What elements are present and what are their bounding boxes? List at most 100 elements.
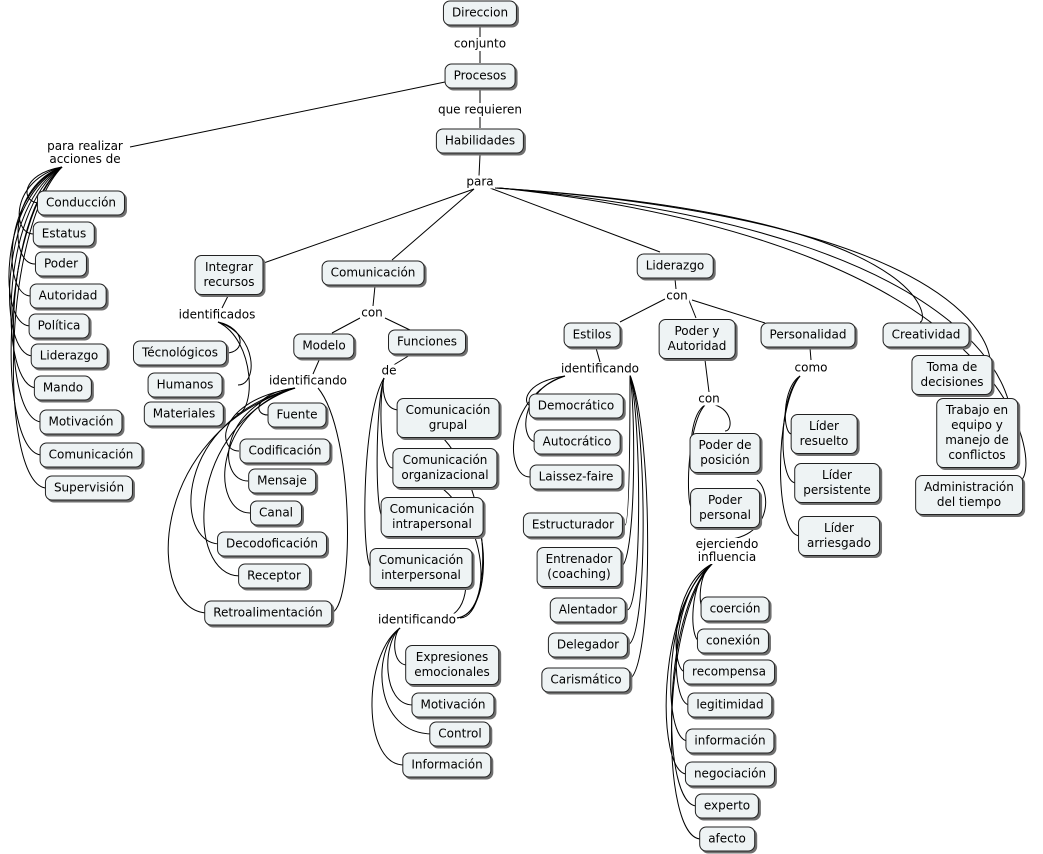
node-poder-posicion[interactable]: Poder de posición bbox=[689, 433, 761, 473]
node-retroalimentacion[interactable]: Retroalimentación bbox=[204, 600, 332, 626]
connector-curve bbox=[624, 374, 631, 526]
node-fuente[interactable]: Fuente bbox=[267, 402, 327, 428]
connector-curve bbox=[8, 166, 63, 327]
connector-curve bbox=[217, 321, 252, 386]
node-recompensa[interactable]: recompensa bbox=[683, 659, 775, 685]
node-personalidad[interactable]: Personalidad bbox=[760, 322, 856, 348]
node-habilidades[interactable]: Habilidades bbox=[435, 128, 525, 154]
node-com-organizacional[interactable]: Comunicación organizacional bbox=[392, 448, 498, 488]
node-procesos[interactable]: Procesos bbox=[444, 63, 516, 89]
node-lider-arriesgado[interactable]: Líder arriesgado bbox=[798, 516, 880, 556]
node-modelo[interactable]: Modelo bbox=[293, 333, 355, 359]
node-negociacion[interactable]: negociación bbox=[684, 761, 776, 787]
connector-curve bbox=[714, 404, 731, 432]
link-conjunto: conjunto bbox=[452, 36, 508, 51]
node-afecto[interactable]: afecto bbox=[699, 826, 755, 852]
node-estilos[interactable]: Estilos bbox=[563, 322, 621, 348]
link-identificando-modelo: identificando bbox=[267, 373, 349, 388]
node-politica[interactable]: Política bbox=[28, 313, 90, 339]
connector-line bbox=[129, 81, 446, 148]
node-creatividad[interactable]: Creatividad bbox=[882, 322, 970, 348]
node-poder-personal[interactable]: Poder personal bbox=[690, 488, 760, 528]
node-codificacion[interactable]: Codificación bbox=[239, 438, 331, 464]
node-expresiones-emocionales[interactable]: Expresiones emocionales bbox=[405, 645, 499, 685]
node-control[interactable]: Control bbox=[429, 721, 491, 747]
node-conduccion[interactable]: Conducción bbox=[36, 190, 126, 216]
connector-curve bbox=[167, 387, 296, 614]
node-informacion-com[interactable]: Información bbox=[402, 752, 492, 778]
node-tecnologicos[interactable]: Técnológicos bbox=[132, 340, 228, 366]
node-motivacion-left[interactable]: Motivación bbox=[39, 409, 123, 435]
node-com-intrapersonal[interactable]: Comunicación intrapersonal bbox=[380, 497, 484, 537]
connector-curve bbox=[394, 627, 408, 666]
node-poder[interactable]: Poder bbox=[34, 251, 88, 277]
node-autoridad[interactable]: Autoridad bbox=[29, 283, 107, 309]
connector-curve bbox=[225, 387, 296, 452]
connector-curve bbox=[9, 166, 63, 357]
node-coercion[interactable]: coerción bbox=[700, 596, 770, 622]
connector-line bbox=[489, 187, 661, 253]
node-legitimidad[interactable]: legitimidad bbox=[687, 692, 773, 718]
connector-curve bbox=[513, 375, 566, 478]
connector-line bbox=[595, 347, 601, 363]
node-alentador[interactable]: Alentador bbox=[549, 597, 627, 623]
node-supervision[interactable]: Supervisión bbox=[44, 475, 134, 501]
node-integrar-recursos[interactable]: Integrar recursos bbox=[194, 255, 264, 295]
connector-line bbox=[331, 317, 361, 334]
connector-line bbox=[809, 347, 812, 361]
node-comunicacion[interactable]: Comunicación bbox=[321, 260, 425, 286]
node-direccion[interactable]: Direccion bbox=[442, 0, 518, 26]
node-decodoficacion[interactable]: Decodoficación bbox=[217, 531, 327, 557]
node-carismatico[interactable]: Carismático bbox=[541, 667, 631, 693]
node-motivacion[interactable]: Motivación bbox=[411, 692, 495, 718]
node-com-interpersonal[interactable]: Comunicación interpersonal bbox=[369, 548, 473, 588]
node-mando[interactable]: Mando bbox=[33, 375, 93, 401]
node-administracion-tiempo[interactable]: Administración del tiempo bbox=[915, 475, 1023, 515]
node-canal[interactable]: Canal bbox=[249, 500, 303, 526]
connector-curve bbox=[380, 377, 394, 469]
node-poder-autoridad[interactable]: Poder y Autoridad bbox=[658, 319, 736, 359]
node-mensaje[interactable]: Mensaje bbox=[248, 468, 316, 494]
connector-line bbox=[312, 357, 321, 375]
connector-curve bbox=[619, 374, 635, 568]
connector-curve bbox=[190, 387, 296, 545]
node-informacion-poder[interactable]: información bbox=[685, 728, 775, 754]
node-comunicacion-left[interactable]: Comunicación bbox=[39, 442, 143, 468]
link-con-liderazgo: con bbox=[665, 288, 689, 303]
link-con-comunicacion: con bbox=[360, 305, 384, 320]
node-democratico[interactable]: Democrático bbox=[528, 393, 624, 419]
node-funciones[interactable]: Funciones bbox=[388, 329, 466, 355]
node-autocratico[interactable]: Autocrático bbox=[533, 429, 621, 455]
node-toma-decisiones[interactable]: Toma de decisiones bbox=[911, 355, 993, 395]
connector-curve bbox=[364, 377, 385, 569]
node-entrenador[interactable]: Entrenador (coaching) bbox=[536, 547, 622, 587]
connector-curve bbox=[26, 166, 63, 204]
connector-line bbox=[704, 359, 710, 393]
node-estructurador[interactable]: Estructurador bbox=[522, 512, 624, 538]
node-lider-persistente[interactable]: Líder persistente bbox=[794, 463, 880, 503]
link-para: para bbox=[465, 174, 495, 189]
node-liderazgo[interactable]: Liderazgo bbox=[636, 253, 714, 279]
node-laissez-faire[interactable]: Laissez-faire bbox=[529, 464, 623, 490]
node-estatus[interactable]: Estatus bbox=[32, 221, 96, 247]
link-ejerciendo-influencia: ejerciendo influencia bbox=[694, 537, 760, 564]
node-delegador[interactable]: Delegador bbox=[547, 632, 629, 658]
node-receptor[interactable]: Receptor bbox=[238, 563, 310, 589]
connector-line bbox=[391, 354, 411, 367]
node-liderazgo-left[interactable]: Liderazgo bbox=[30, 343, 108, 369]
connector-line bbox=[478, 154, 481, 177]
node-lider-resuelto[interactable]: Líder resuelto bbox=[790, 414, 858, 454]
connector-curve bbox=[626, 374, 640, 611]
node-trabajo-equipo[interactable]: Trabajo en equipo y manejo de conflictos bbox=[936, 398, 1018, 468]
node-conexion[interactable]: conexión bbox=[696, 628, 770, 654]
connector-line bbox=[674, 278, 677, 290]
connector-line bbox=[687, 297, 697, 319]
node-materiales[interactable]: Materiales bbox=[143, 401, 225, 427]
node-experto[interactable]: experto bbox=[694, 793, 760, 819]
connector-line bbox=[619, 298, 666, 323]
node-humanos[interactable]: Humanos bbox=[147, 372, 223, 398]
connector-curve bbox=[17, 166, 63, 265]
node-com-grupal[interactable]: Comunicación grupal bbox=[396, 398, 500, 438]
connector-curve bbox=[671, 563, 713, 807]
connector-line bbox=[391, 188, 475, 261]
